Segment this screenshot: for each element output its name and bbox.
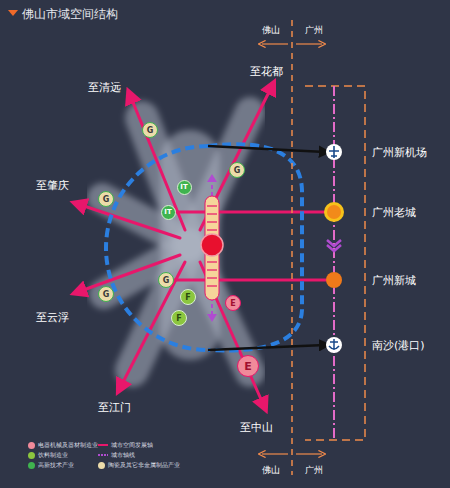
callout-letter: G [234,166,241,175]
boundary-label: 佛山 [262,464,280,477]
city-marker: 广州老城 [322,200,448,224]
callout-letter: G [163,276,170,285]
map-title: 佛山市域空间结构 [22,6,118,23]
destination-label: 至江门 [98,400,131,415]
callout-circle: IT [161,205,176,220]
legend-text: 城市轴线 [111,451,135,460]
marker-icon [322,268,346,292]
callout-letter: G [103,195,110,204]
callout-circle: G [142,122,158,138]
destination-label: 至云浮 [36,310,69,325]
legend-text: 城市空间发展轴 [111,441,153,450]
legend-row: 电器机械及器材制造业 [28,441,98,450]
marker-label: 广州老城 [372,205,416,220]
callout-letter: G [103,290,110,299]
marker-label: 广州新城 [372,273,416,288]
legend-text: 高新技术产业 [38,461,74,470]
callout-letter: F [176,314,181,323]
legend-row: 高新技术产业 [28,461,74,470]
legend-row: 城市空间发展轴 [98,441,153,450]
boundary-label: 佛山 [262,24,280,37]
boundary-label: 广州 [305,464,323,477]
legend-text: 饮料制造业 [38,451,68,460]
legend-text: 陶瓷及其它非金属制品产业 [108,461,180,470]
legend-swatch [98,462,105,469]
city-marker: 广州新机场 [322,140,448,164]
callout-circle: G [158,272,174,288]
legend-row: 饮料制造业 [28,451,68,460]
callout-circle: G [98,286,114,302]
boundary-label: 广州 [305,24,323,37]
destination-label: 至花都 [250,64,283,79]
destination-label: 至肇庆 [36,178,69,193]
callout-circle: E [225,295,241,311]
callout-letter: IT [164,208,171,216]
marker-label: 南沙(港口) [372,338,425,353]
marker-label: 广州新机场 [372,145,427,160]
legend-swatch [28,452,35,459]
legend-row: 城市轴线 [98,451,135,460]
marker-icon [322,140,346,164]
city-marker: 广州新城 [322,268,448,292]
callout-circle: F [180,289,196,305]
callout-circle: E [237,355,259,377]
callout-letter: E [244,360,252,373]
legend-swatch [28,462,35,469]
callout-circle: G [98,191,114,207]
city-marker: 南沙(港口) [322,333,448,357]
marker-icon [322,333,346,357]
callout-letter: IT [180,183,187,191]
callout-letter: E [230,299,235,308]
callout-circle: G [229,162,245,178]
callout-circle: IT [177,180,192,195]
callout-letter: F [185,293,190,302]
legend-text: 电器机械及器材制造业 [38,441,98,450]
destination-label: 至中山 [240,420,273,435]
destination-label: 至清远 [88,80,121,95]
legend-swatch [28,442,35,449]
callout-circle: F [171,310,187,326]
legend-row: 陶瓷及其它非金属制品产业 [98,461,180,470]
marker-icon [322,200,346,224]
callout-letter: G [147,126,154,135]
